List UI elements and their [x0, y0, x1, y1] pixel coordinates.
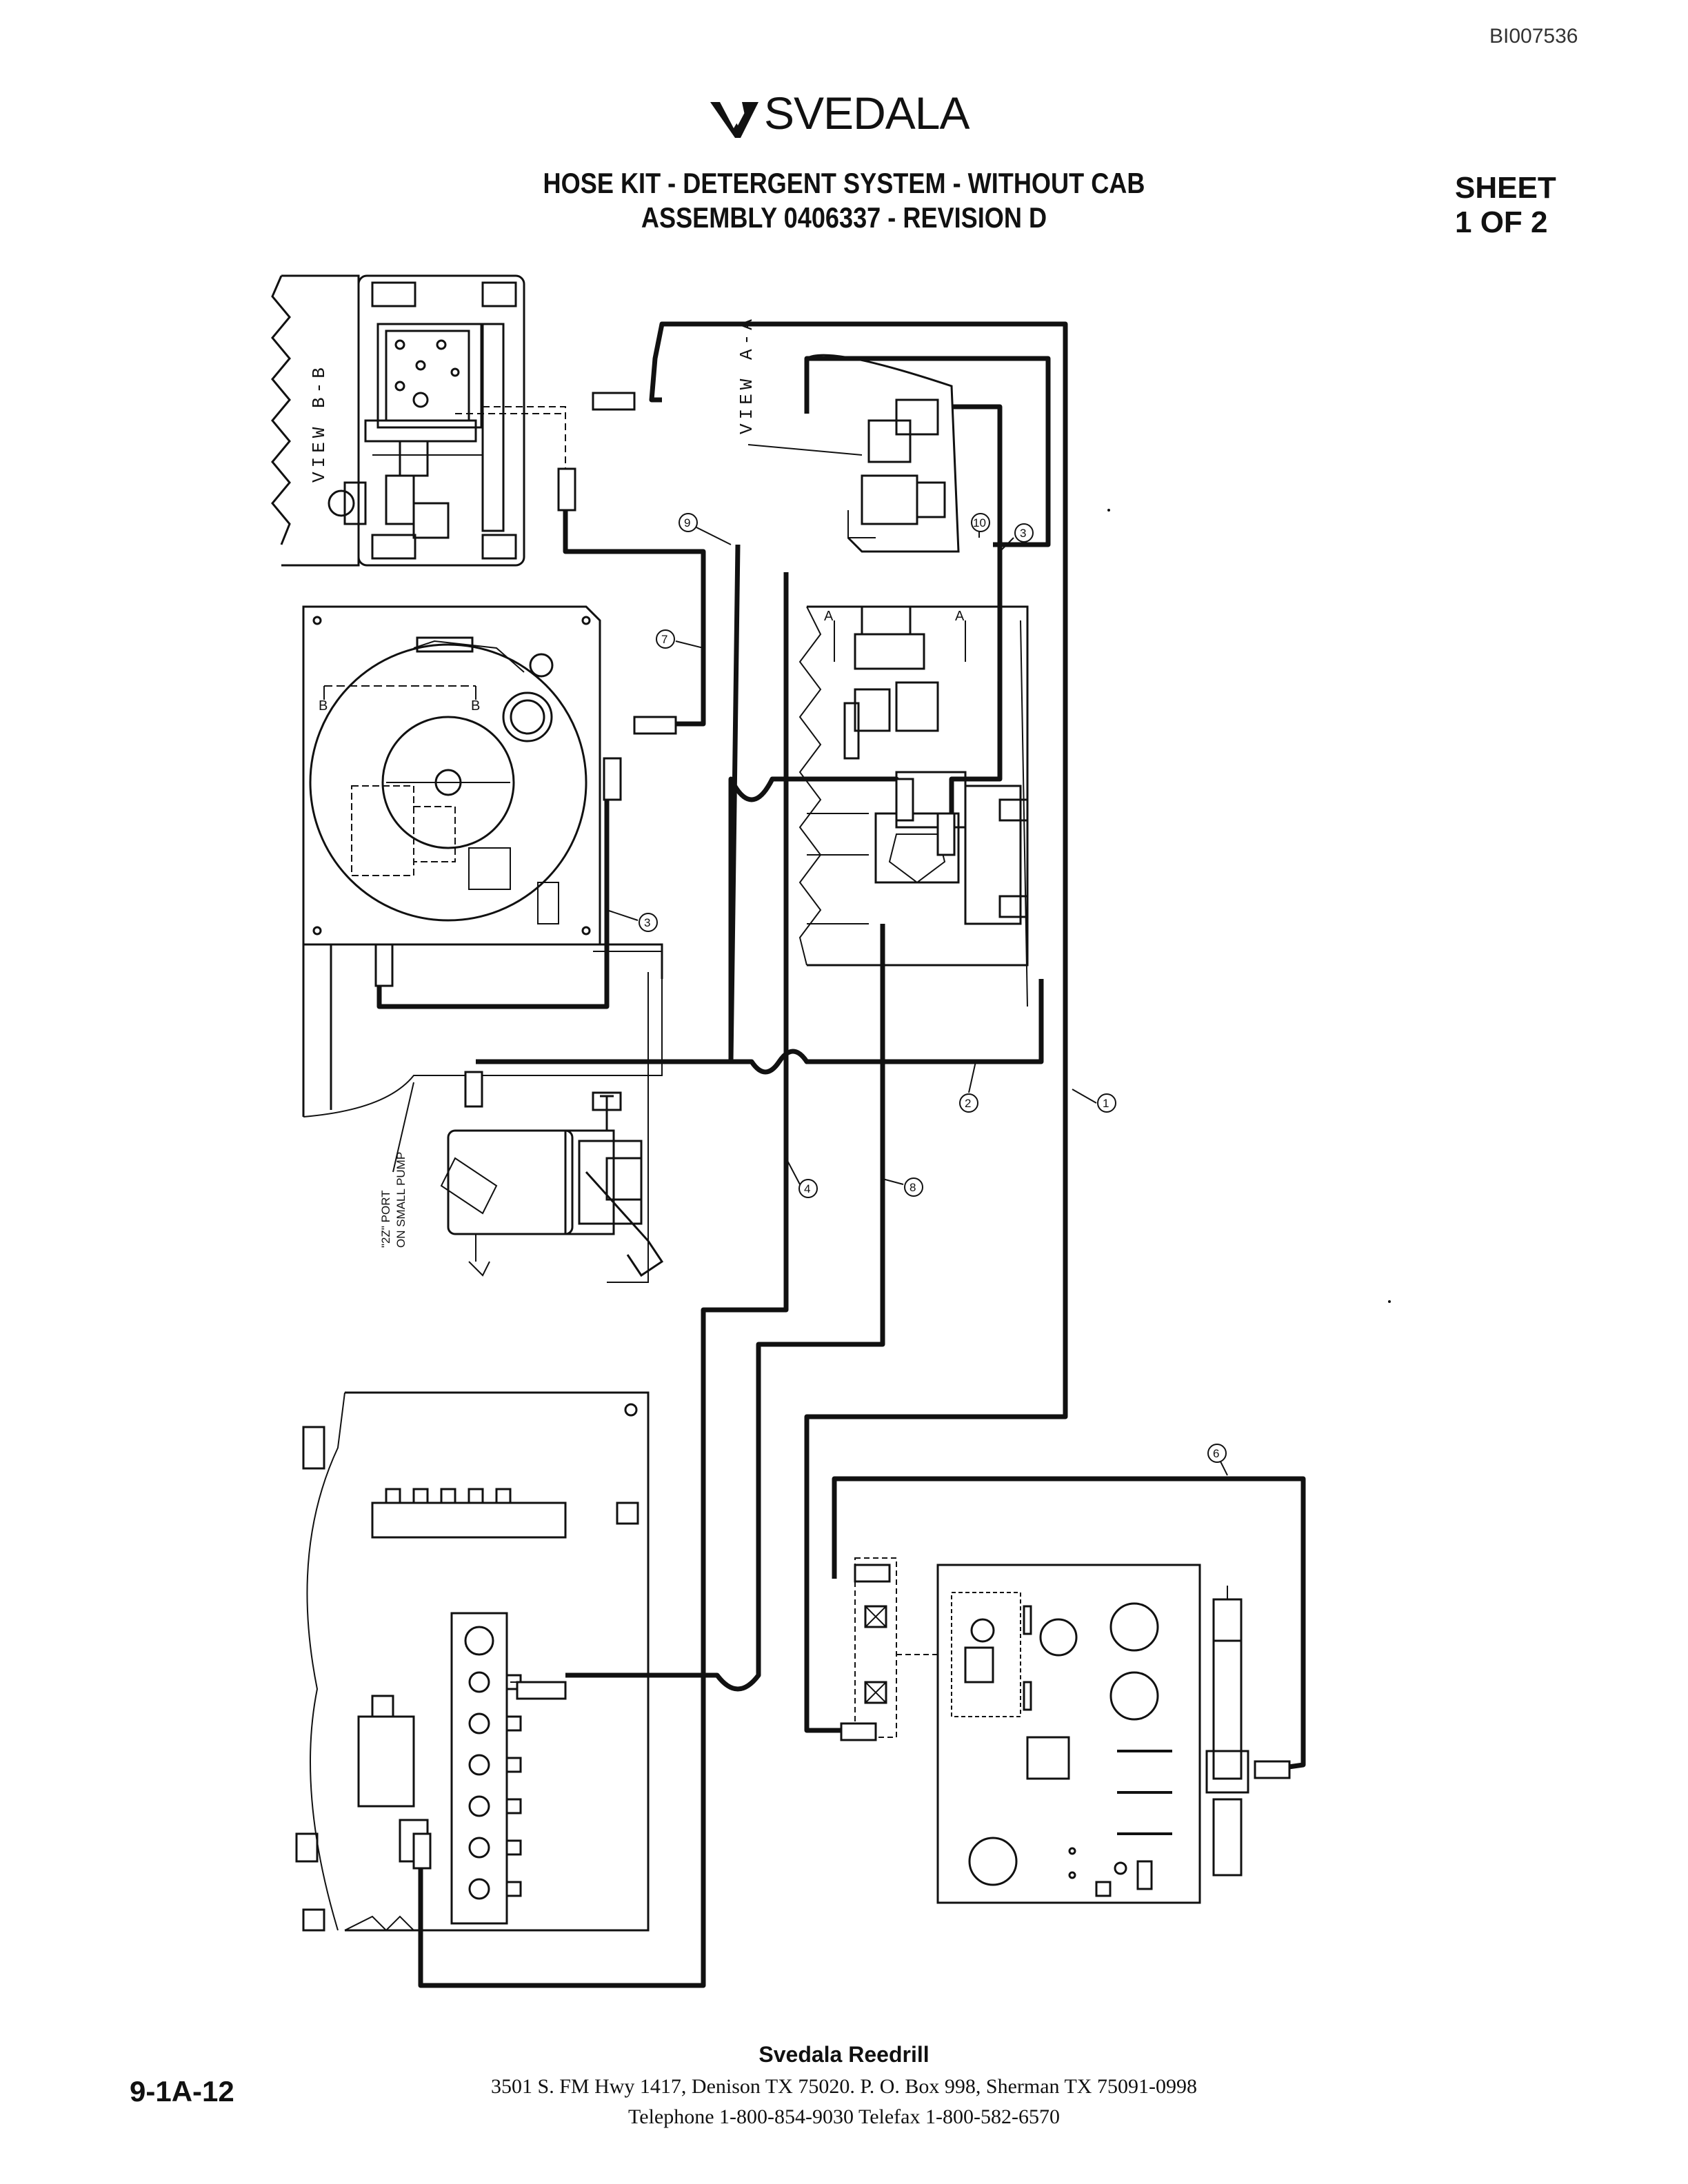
view-aa-label: VIEW A-A: [736, 315, 757, 434]
section-a-left: A: [824, 609, 834, 624]
callout-8-text: 8: [910, 1181, 916, 1194]
view-bb-label: VIEW B-B: [309, 363, 330, 483]
view-bb-valve-block: VIEW B-B: [271, 274, 566, 567]
callout-7: 7: [656, 629, 704, 649]
callout-4: 4: [785, 1157, 818, 1198]
assembly-subtitle: ASSEMBLY 0406337 - REVISION D: [641, 201, 1047, 234]
callout-10: 10: [971, 513, 990, 538]
callout-6: 6: [1207, 1444, 1228, 1476]
callout-3-upper: 3: [999, 523, 1034, 552]
document-id: BI007536: [1489, 25, 1578, 48]
callout-1: 1: [1072, 1089, 1116, 1113]
control-panel: [854, 1557, 1249, 1904]
callout-9-text: 9: [684, 516, 690, 529]
footer-company: Svedala Reedrill: [758, 2042, 930, 2067]
callout-3-lower: 3: [606, 909, 658, 932]
callout-balloons: 1 2 3 3 4 6 7: [606, 513, 1228, 1476]
footer-telephone: Telephone 1-800-854-9030 Telefax 1-800-5…: [628, 2105, 1060, 2128]
manifold-tank-assembly: [295, 1391, 650, 1932]
callout-4-text: 4: [804, 1182, 810, 1195]
section-a-right: A: [955, 609, 965, 624]
callout-7-text: 7: [661, 633, 667, 646]
callout-8: 8: [882, 1177, 923, 1197]
callout-3-upper-text: 3: [1020, 527, 1026, 540]
small-pump: "2Z" PORT ON SMALL PUMP: [379, 1082, 664, 1277]
sheet-indicator: SHEET 1 OF 2: [1455, 171, 1556, 240]
section-b-left: B: [319, 698, 328, 714]
svedala-logo-icon: [710, 102, 758, 138]
callout-2-text: 2: [965, 1097, 971, 1110]
page-number: 9-1A-12: [130, 2075, 234, 2107]
sheet-label: SHEET: [1455, 171, 1556, 205]
callout-9: 9: [679, 513, 732, 545]
hose-reel-assembly: B B: [302, 605, 663, 1283]
callout-3-lower-text: 3: [644, 916, 650, 929]
brand-name: SVEDALA: [764, 88, 969, 139]
sheet-value: 1 OF 2: [1455, 205, 1548, 239]
callout-6-text: 6: [1213, 1447, 1219, 1460]
port-note-line2: ON SMALL PUMP: [394, 1152, 408, 1248]
port-note-line1: "2Z" PORT: [379, 1190, 392, 1248]
callout-10-text: 10: [973, 516, 986, 529]
hose-fittings: [374, 392, 1291, 1870]
callout-1-text: 1: [1103, 1097, 1109, 1110]
callout-2: 2: [959, 1061, 978, 1113]
footer-address: 3501 S. FM Hwy 1417, Denison TX 75020. P…: [491, 2075, 1197, 2098]
view-aa-valve-assembly: VIEW A-A A A: [736, 315, 1029, 1007]
section-b-right: B: [471, 698, 480, 714]
page-title: HOSE KIT - DETERGENT SYSTEM - WITHOUT CA…: [543, 167, 1145, 199]
